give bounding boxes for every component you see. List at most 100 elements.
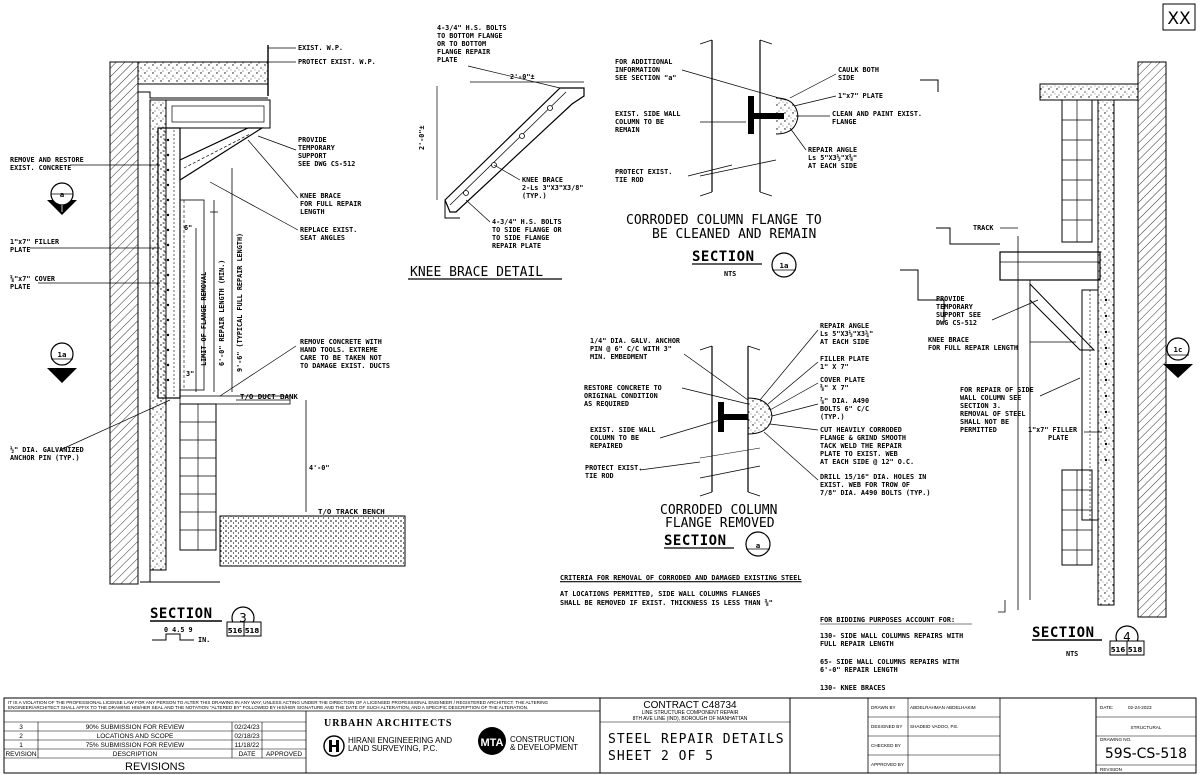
revision-header: DESCRIPTION [113, 751, 158, 758]
label: ⅜"x7" COVER [10, 275, 56, 283]
label: REMOVE CONCRETE WITH [300, 338, 382, 346]
section-4-labels: TRACK PROVIDE TEMPORARY SUPPORT SEE DWG … [928, 224, 1182, 658]
field-label: DATE: [1100, 705, 1113, 710]
title-block [3, 697, 1197, 774]
label: SUPPORT [298, 152, 327, 160]
dimension-vertical: 6'-0" REPAIR LENGTH (MIN.) [218, 260, 226, 366]
label: SECTION 3. [960, 402, 1001, 410]
revision-header: DATE [239, 751, 257, 758]
label: KNEE BRACE [928, 336, 969, 344]
label: FLANGE REPAIR [437, 48, 491, 56]
agency-name: & DEVELOPMENT [510, 743, 578, 752]
label: ORIGINAL CONDITION [584, 392, 658, 400]
sheet-ref: 518 [1128, 646, 1143, 654]
label: PIN @ 6" C/C WITH 3" [590, 345, 672, 353]
corner-label: XX [1167, 9, 1191, 29]
label: OR TO BOTTOM [437, 40, 486, 48]
sheet-ref: 516 [1111, 646, 1126, 654]
label: ANCHOR PIN (TYP.) [10, 454, 80, 462]
label: DRILL 15/16" DIA. HOLES IN [820, 473, 926, 481]
label: SEAT ANGLES [300, 234, 345, 242]
label: COVER PLATE [820, 376, 865, 384]
cut-marker-label: a [60, 190, 64, 199]
section-heading: CORRODED COLUMN [660, 503, 777, 518]
label: COLUMN TO BE [590, 434, 639, 442]
field-label: DRAWN BY [871, 705, 896, 710]
label: AT EACH SIDE [808, 162, 857, 170]
label: REMAIN [615, 126, 640, 134]
section-title: SECTION [692, 249, 755, 265]
dimension: 4'-0" [309, 464, 329, 472]
label: REPLACE EXIST. [300, 226, 357, 234]
label: (TYP.) [820, 413, 845, 421]
field-label: APPROVED BY [871, 762, 904, 767]
dimension-vertical: LIMIT OF FLANGE REMOVAL [200, 272, 208, 366]
label: TEMPORARY [936, 303, 974, 311]
notice: IT IS A VIOLATION OF THE PROFESSIONAL LI… [8, 700, 549, 705]
contract-number: CONTRACT C48734 [643, 700, 737, 711]
revision-header: APPROVED [266, 751, 302, 758]
label: HAND TOOLS. EXTREME [300, 346, 378, 354]
revisions-title: REVISIONS [125, 761, 185, 773]
label: PLATE [10, 283, 30, 291]
mta-logo: MTA [480, 737, 503, 749]
label: TO SIDE FLANGE [492, 234, 549, 242]
label: ½" DIA. GALVANIZED [10, 446, 84, 454]
label: FOR ADDITIONAL [615, 58, 672, 66]
detail-title: KNEE BRACE DETAIL [410, 265, 543, 280]
label: CLEAN AND PAINT EXIST. [832, 110, 922, 118]
label: INFORMATION [615, 66, 660, 74]
label: PERMITTED [960, 426, 997, 434]
label: PROVIDE [936, 295, 965, 303]
knee-brace-labels: 4-3/4" H.S. BOLTS TO BOTTOM FLANGE OR TO… [410, 24, 583, 280]
criteria-line: SHALL BE REMOVED IF EXIST. THICKNESS IS … [560, 599, 773, 607]
revision-no: 1 [19, 742, 23, 749]
label: 1/4" DIA. GALV. ANCHOR [590, 337, 681, 345]
label: 4-3/4" H.S. BOLTS [437, 24, 507, 32]
dimension-vertical: 2'-0"± [418, 125, 426, 150]
field-label: DRAWING NO. [1100, 737, 1131, 742]
label: 1"x7" FILLER [10, 238, 60, 246]
field-label: DESIGNED BY [871, 724, 902, 729]
label: ⅜" X 7" [820, 384, 849, 392]
title-block-text: IT IS A VIOLATION OF THE PROFESSIONAL LI… [5, 700, 1187, 773]
label: REMOVAL OF STEEL [960, 410, 1025, 418]
dimension-vertical: 9'-6" (TYPICAL FULL REPAIR LENGTH) [236, 233, 244, 372]
label: 4-3/4" H.S. BOLTS [492, 218, 562, 226]
label: EXIST. SIDE WALL [590, 426, 655, 434]
criteria-note: CRITERIA FOR REMOVAL OF CORRODED AND DAM… [560, 574, 802, 607]
revision-date: 02/24/23 [234, 724, 260, 731]
sheet-ref: 518 [245, 627, 260, 635]
bidding-note: FOR BIDDING PURPOSES ACCOUNT FOR: 130- S… [820, 616, 972, 692]
revision-no: 3 [19, 724, 23, 731]
label: KNEE BRACE [522, 176, 563, 184]
dimension: 2'-0"± [510, 73, 535, 81]
revision-desc: 75% SUBMISSION FOR REVIEW [86, 742, 185, 749]
label: BOLTS 6" C/C [820, 405, 869, 413]
label: TRACK [973, 224, 994, 232]
label: CAULK BOTH [838, 66, 879, 74]
label: LENGTH [300, 208, 325, 216]
label: CARE TO BE TAKEN NOT [300, 354, 382, 362]
agency-name: CONSTRUCTION [510, 735, 575, 744]
section-heading: FLANGE REMOVED [665, 516, 775, 531]
bidding-line: 130- SIDE WALL COLUMNS REPAIRS WITH [820, 632, 963, 640]
section-number: 4 [1123, 630, 1131, 644]
label: AS REQUIRED [584, 400, 629, 408]
label: REPAIR PLATE [492, 242, 541, 250]
label: Ls 5"X3½"X3¾" [820, 330, 873, 338]
architect-name: URBAHN ARCHITECTS [324, 718, 452, 729]
cut-marker-label: 1a [58, 350, 67, 359]
label: FOR FULL REPAIR [300, 200, 362, 208]
label: FOR FULL REPAIR LENGTH [928, 344, 1018, 352]
bidding-line: FULL REPAIR LENGTH [820, 640, 894, 648]
scale-unit: IN. [198, 636, 210, 644]
label: CUT HEAVILY CORRODED [820, 426, 902, 434]
label: T/O DUCT BANK [240, 392, 298, 401]
label: COLUMN TO BE [615, 118, 664, 126]
label: PROVIDE [298, 136, 327, 144]
field-value: 02-24-2023 [1128, 705, 1152, 710]
label: PLATE [10, 246, 30, 254]
label: SIDE [838, 74, 854, 82]
label: TACK WELD THE REPAIR [820, 442, 903, 450]
